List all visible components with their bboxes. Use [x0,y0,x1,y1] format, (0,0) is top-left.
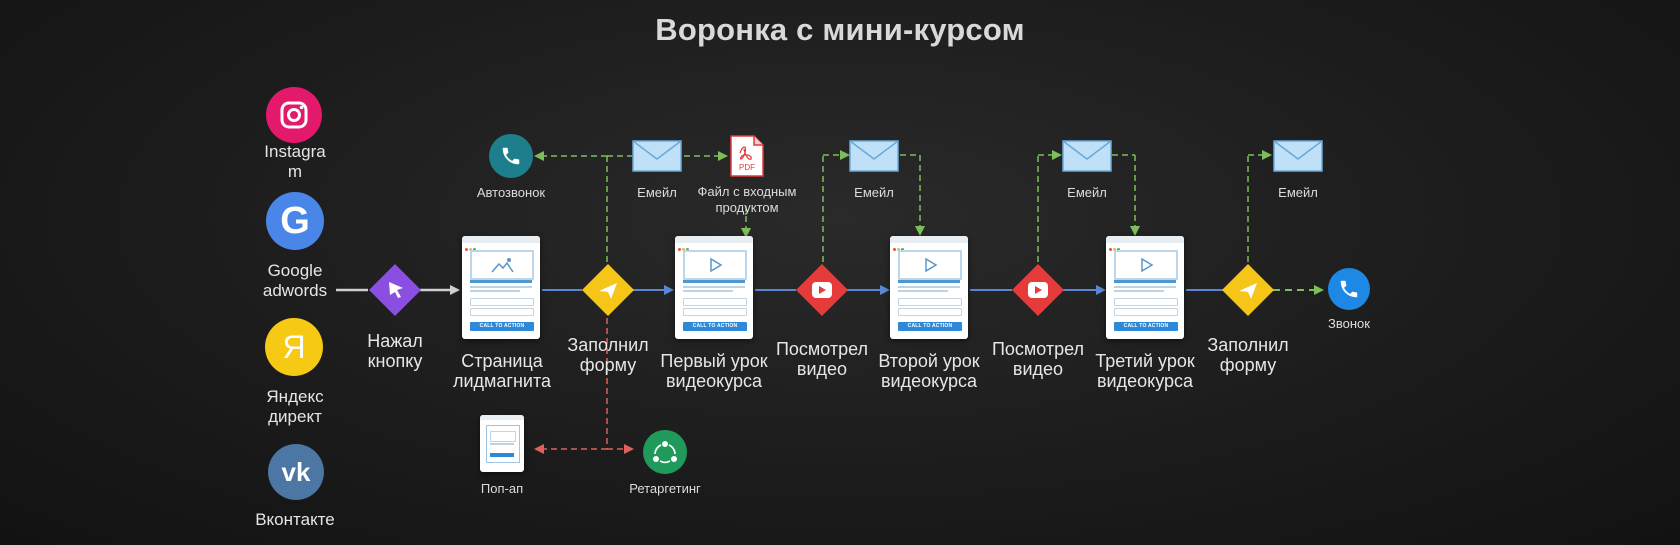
email4-label: Емейл [1278,185,1318,200]
google-icon: G [266,192,324,250]
email1-label: Емейл [637,185,677,200]
email3-label: Емейл [1067,185,1107,200]
email2-label: Емейл [854,185,894,200]
page-title: Воронка с мини-курсом [655,12,1025,47]
popup-window [480,415,524,472]
form2-diamond [1222,264,1274,316]
email-icon [1062,140,1112,177]
watched1-diamond [796,264,848,316]
leadmagnet-page: CALL TO ACTION [462,236,540,339]
pdf-badge: PDF [739,163,755,172]
call-label: Звонок [1328,316,1370,331]
phone-icon [1328,268,1370,310]
instagram-icon [266,87,322,143]
popup-label: Поп-ап [480,481,524,496]
click-diamond [369,264,421,316]
email-icon [849,140,899,177]
retargeting-icon [643,430,687,474]
lesson2-page: CALL TO ACTION [890,236,968,339]
source-label-vk: Вконтакте [255,510,335,529]
lesson3-page: CALL TO ACTION [1106,236,1184,339]
watched2-diamond [1012,264,1064,316]
pdf-file-icon: PDF [729,135,765,177]
email-icon [632,140,682,177]
form1-diamond [582,264,634,316]
lesson1-page: CALL TO ACTION [675,236,753,339]
autocall-phone-icon [489,134,533,178]
autocall-label: Автозвонок [476,185,546,200]
yandex-icon: Я [265,318,323,376]
retargeting-label: Ретаргетинг [629,481,701,496]
email-icon [1273,140,1323,177]
vk-icon: vk [268,444,324,500]
